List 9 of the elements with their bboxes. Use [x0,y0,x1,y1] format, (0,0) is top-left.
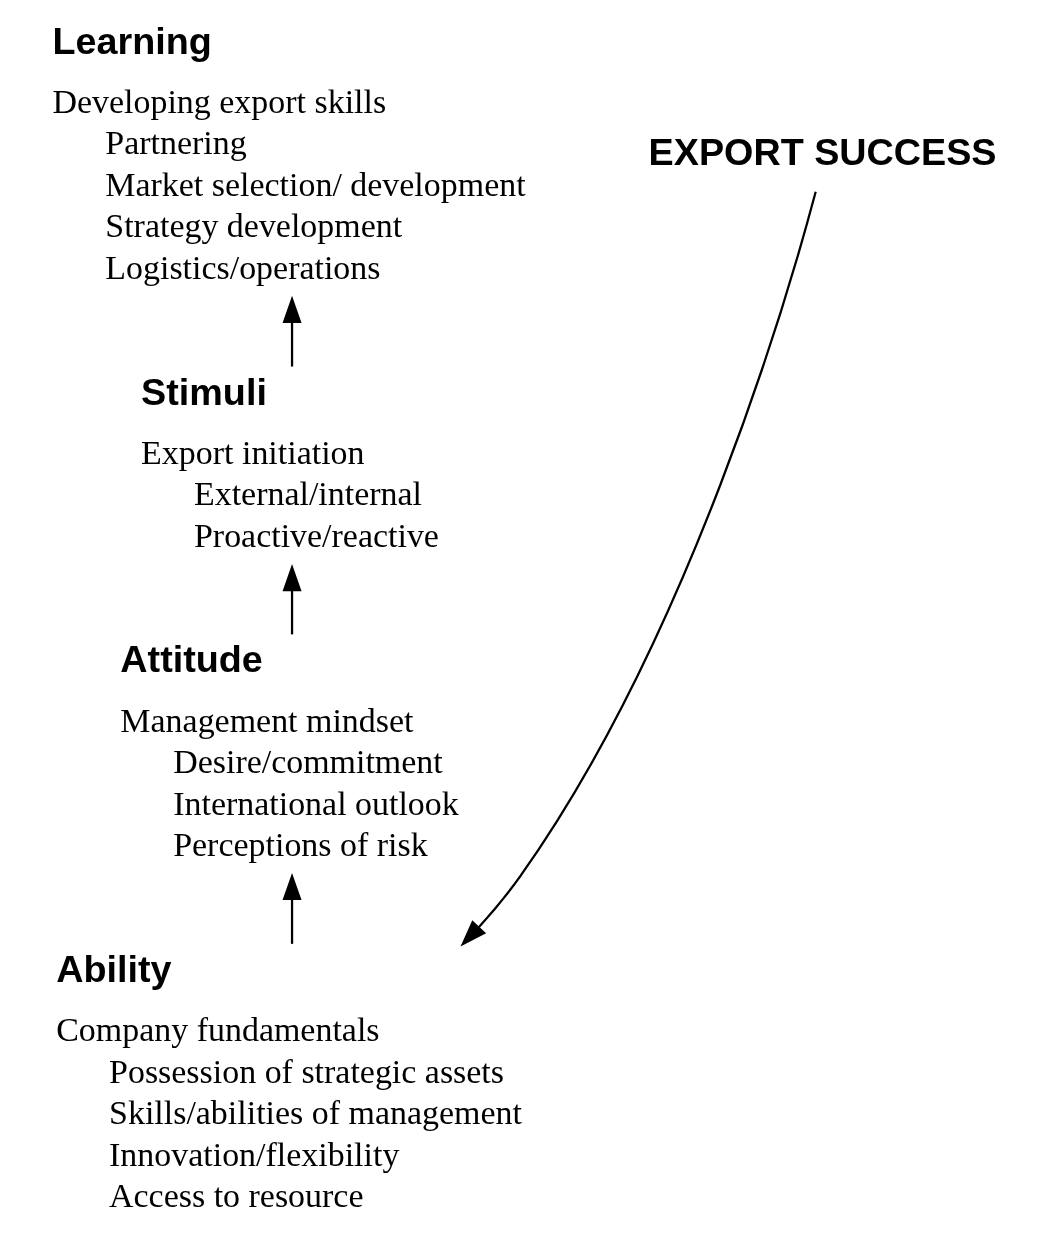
arrow [282,872,302,944]
node-text: EXPORT SUCCESS [648,130,997,173]
arrow [282,564,302,635]
arrow [282,295,302,367]
node-text: Learning Developing export skills Partnering Market selection/ development Strategy development Logistics/operations [51,19,526,286]
node-text: Stimuli Export initiation External/internal Proactive/reactive [140,370,439,554]
node-text: Ability Company fundamentals Possession of strategic assets Skills/abilities of management Innovation/flexibility Access to resource [55,947,522,1215]
arrow [460,191,817,947]
node-text: Attitude Management mindset Desire/commitment International outlook Perceptions of risk [119,638,459,864]
